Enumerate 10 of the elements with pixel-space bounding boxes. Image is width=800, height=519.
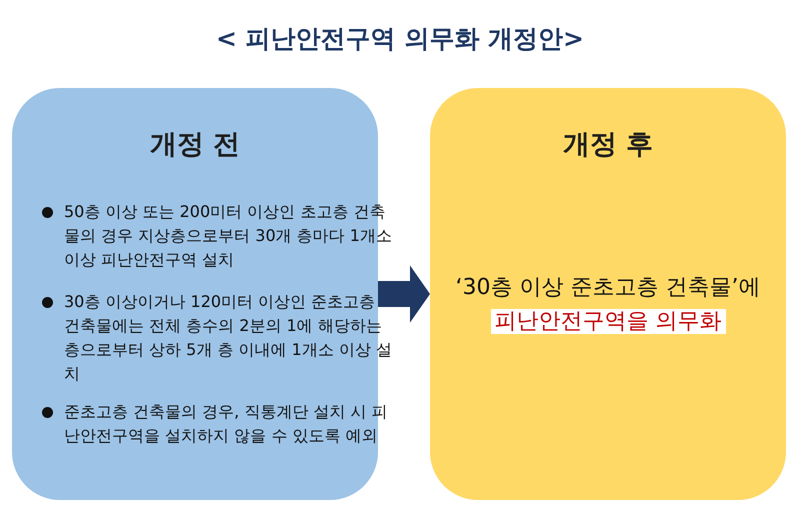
statement-text: ‘30층 이상 준초고층 건축물’에 <box>456 275 760 300</box>
panel-heading: 개정 후 <box>562 128 654 162</box>
title: < 피난안전구역 의무화 개정안> <box>214 23 585 55</box>
highlighted-text: 피난안전구역을 의무화 <box>490 309 726 334</box>
bullet-text: 준초고층 건축물의 경우, 직통계단 설치 시 피난안전구역을 설치하지 않을 수 있도록 예외 <box>64 401 389 447</box>
bullet-text: 30층 이상이거나 120미터 이상인 준초고층 건축물에는 전체 층수의 2분의 1에 해당하는 층으로부터 상하 5개 층 이내에 1개소 이상 설치 <box>64 291 393 385</box>
panel-heading: 개정 전 <box>148 128 242 162</box>
rounded-panel <box>430 88 786 500</box>
block-arrow <box>378 265 430 323</box>
bullet-text: 50층 이상 또는 200미터 이상인 초고층 건축물의 경우 지상층으로부터 30개 층마다 1개소 이상 피난안전구역 설치 <box>64 201 393 271</box>
